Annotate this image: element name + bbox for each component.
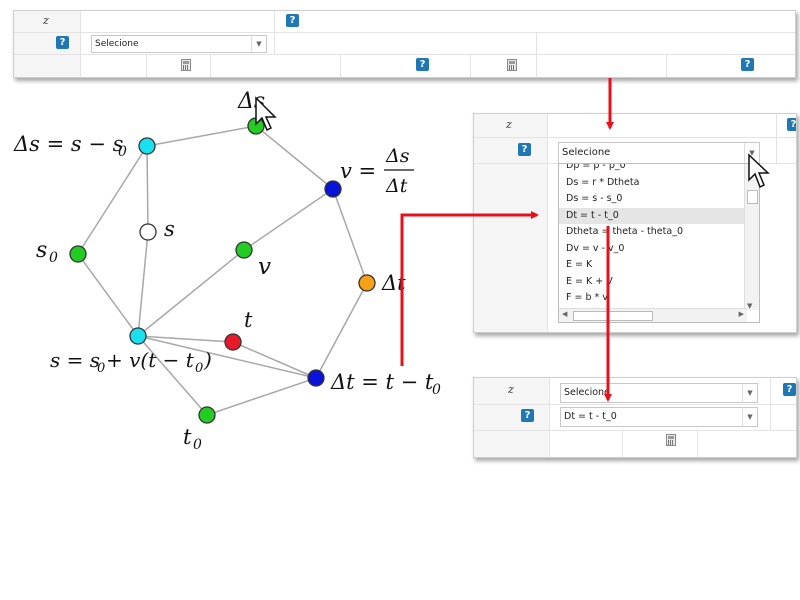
help-icon[interactable]: ? xyxy=(521,409,534,422)
help-icon[interactable]: ? xyxy=(416,58,429,71)
dropdown-option[interactable]: F = b * v xyxy=(566,292,608,303)
variable-select[interactable]: Selecione ▼ xyxy=(91,35,267,53)
svg-text:): ) xyxy=(203,348,212,372)
svg-text:v =: v = xyxy=(340,159,376,183)
top-equation-panel: z ? ? Selecione ▼ ? ? xyxy=(13,10,796,78)
result-panel: z ? ? Selecione ▼ Dt = t - t_0 ▼ xyxy=(473,377,797,458)
calculator-icon[interactable] xyxy=(666,434,676,446)
select-value: Selecione xyxy=(95,39,139,49)
scroll-right-arrow[interactable]: ▶ xyxy=(738,310,744,318)
label-delta-t-eq: Δt = t − t 0 xyxy=(330,370,441,398)
svg-text:0: 0 xyxy=(195,361,203,376)
variable-select-open[interactable]: Selecione ▼ xyxy=(558,142,760,164)
svg-text:0: 0 xyxy=(97,361,105,376)
svg-text:0: 0 xyxy=(193,437,202,453)
dropdown-option[interactable]: E = K xyxy=(566,259,593,270)
scrollbar-thumb[interactable] xyxy=(573,311,653,321)
label-v: v xyxy=(258,254,271,280)
svg-text:0: 0 xyxy=(432,382,441,398)
label-v-eq: v = Δs Δt xyxy=(340,145,414,197)
help-icon[interactable]: ? xyxy=(518,143,531,156)
dropdown-option[interactable]: Dp = p - p_0 xyxy=(566,163,626,171)
dropdown-option[interactable]: Dv = v - v_0 xyxy=(566,242,625,254)
svg-text:0: 0 xyxy=(49,250,58,266)
help-icon[interactable]: ? xyxy=(286,14,299,27)
node-s xyxy=(139,223,157,241)
chevron-down-icon[interactable]: ▼ xyxy=(251,36,266,52)
node-delta-t-eq xyxy=(307,369,325,387)
label-t: t xyxy=(244,308,253,332)
dropdown-option[interactable]: Dt = t - t_0 xyxy=(559,207,745,224)
graph-nodes xyxy=(69,117,376,424)
label-s-eq: s = s 0 + v(t − t 0 ) xyxy=(50,348,212,376)
help-icon[interactable]: ? xyxy=(741,58,754,71)
node-s0 xyxy=(69,245,87,263)
chevron-down-icon[interactable]: ▼ xyxy=(742,408,757,426)
node-v xyxy=(235,241,253,259)
label-t0: t 0 xyxy=(183,425,202,453)
svg-text:Δt: Δt xyxy=(385,175,408,197)
svg-text:s: s xyxy=(36,238,47,263)
horizontal-scrollbar[interactable]: ◀ ▶ xyxy=(559,308,747,322)
svg-text:s = s: s = s xyxy=(50,348,100,372)
select-value: Selecione xyxy=(564,387,610,398)
svg-text:+ v(t − t: + v(t − t xyxy=(106,348,195,372)
variable-select[interactable]: Selecione ▼ xyxy=(560,383,758,403)
calculator-icon[interactable] xyxy=(181,59,191,71)
label-s0: s 0 xyxy=(36,238,58,266)
z-label: z xyxy=(506,118,512,131)
chevron-down-icon[interactable]: ▼ xyxy=(742,384,757,402)
node-s-eq xyxy=(129,327,147,345)
chevron-down-icon[interactable]: ▼ xyxy=(744,143,759,163)
scroll-down-arrow[interactable]: ▼ xyxy=(747,302,753,310)
select-value: Selecione xyxy=(562,147,611,158)
node-delta-s xyxy=(247,117,265,135)
vertical-scrollbar[interactable]: ▼ xyxy=(744,164,759,310)
node-delta-s-eq xyxy=(138,137,156,155)
help-icon[interactable]: ? xyxy=(783,383,796,396)
graph-edges xyxy=(77,125,368,416)
svg-text:Δs: Δs xyxy=(385,145,410,167)
node-t0 xyxy=(198,406,216,424)
dropdown-option[interactable]: Dtheta = theta - theta_0 xyxy=(566,226,683,237)
node-delta-t xyxy=(358,274,376,292)
node-t xyxy=(224,333,242,351)
svg-text:0: 0 xyxy=(118,144,127,160)
svg-text:Δs = s − s: Δs = s − s xyxy=(13,132,124,156)
label-delta-s: Δs xyxy=(237,89,265,114)
svg-text:Δt = t − t: Δt = t − t xyxy=(330,370,434,394)
help-icon[interactable]: ? xyxy=(56,36,69,49)
z-label: z xyxy=(508,383,514,396)
selected-equation: Dt = t - t_0 xyxy=(564,411,617,422)
dropdown-option[interactable]: E = K + V xyxy=(566,275,613,287)
scrollbar-thumb[interactable] xyxy=(747,190,758,204)
label-s: s xyxy=(164,217,175,241)
label-delta-t: Δt xyxy=(381,271,406,295)
dropdown-option[interactable]: Ds = r * Dtheta xyxy=(566,176,640,188)
dropdown-option[interactable]: Ds = s - s_0 xyxy=(566,193,623,204)
svg-text:t: t xyxy=(183,425,192,449)
label-delta-s-eq: Δs = s − s 0 xyxy=(13,132,127,160)
help-icon[interactable]: ? xyxy=(787,118,796,131)
scroll-left-arrow[interactable]: ◀ xyxy=(562,310,568,318)
z-label: z xyxy=(43,14,49,27)
mouse-cursor-icon xyxy=(255,96,277,132)
equation-select[interactable]: Dt = t - t_0 ▼ xyxy=(560,407,758,427)
node-v-eq xyxy=(324,180,342,198)
calculator-icon[interactable] xyxy=(507,59,517,71)
